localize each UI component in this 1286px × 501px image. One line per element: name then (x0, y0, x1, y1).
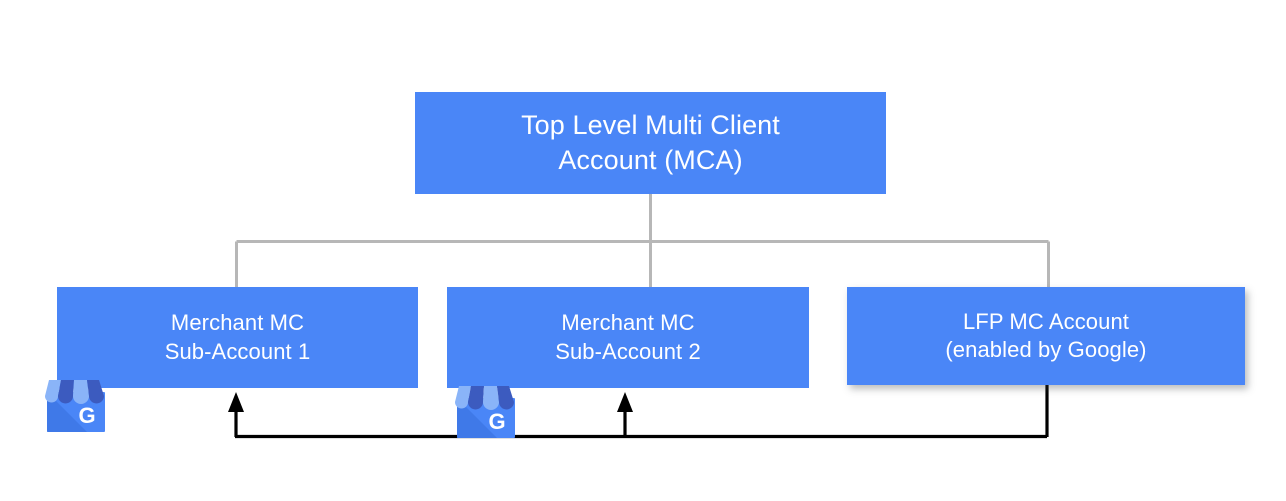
node-lfp-line-1: LFP MC Account (962, 308, 1130, 334)
google-g-letter: G (488, 409, 505, 434)
data-flow-arrowheads (228, 392, 633, 412)
node-mca-line-2: Account (MCA) (558, 145, 743, 175)
node-lfp-line-2: (enabled by Google) (945, 337, 1147, 362)
arrowhead-sub2 (617, 392, 633, 412)
node-sub2-line-1: Merchant MC (561, 310, 695, 336)
node-top-level-mca[interactable]: Top Level Multi Client Account (MCA) (415, 92, 886, 194)
google-business-profile-icon: G (45, 380, 105, 432)
google-business-profile-icon: G (455, 386, 515, 438)
node-merchant-mc-sub-account-2[interactable]: Merchant MC Sub-Account 2 (447, 287, 809, 388)
hierarchy-connectors (235, 194, 1050, 288)
node-merchant-mc-sub-account-1[interactable]: Merchant MC Sub-Account 1 (57, 287, 418, 388)
node-sub1-line-2: Sub-Account 1 (164, 338, 311, 364)
data-flow-connectors (234, 385, 1049, 439)
node-mca-line-1: Top Level Multi Client (521, 110, 780, 141)
node-sub2-line-2: Sub-Account 2 (555, 338, 701, 364)
google-g-letter: G (78, 403, 95, 428)
node-lfp-mc-account[interactable]: LFP MC Account (enabled by Google) (847, 287, 1245, 385)
node-sub1-line-1: Merchant MC (170, 310, 305, 336)
arrowhead-sub1 (228, 392, 244, 412)
